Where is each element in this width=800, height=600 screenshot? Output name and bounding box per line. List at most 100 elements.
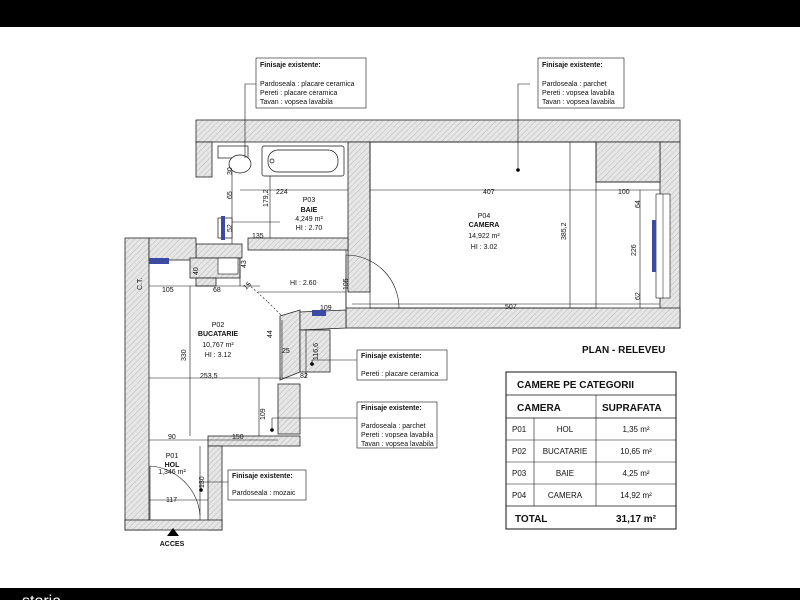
svg-text:P03: P03	[512, 469, 527, 478]
finish-note-header: Finisaje existente:	[232, 473, 293, 480]
svg-text:135: 135	[252, 233, 264, 240]
svg-text:1,35 m²: 1,35 m²	[622, 425, 649, 434]
finish-note-line: Tavan : vopsea lavabila	[542, 99, 615, 106]
radiator-icon	[312, 310, 326, 316]
svg-text:P04: P04	[512, 491, 527, 500]
svg-text:109: 109	[320, 305, 332, 312]
svg-text:30: 30	[227, 167, 234, 175]
svg-text:BAIE: BAIE	[556, 469, 574, 478]
room-label-p03: P03 BAIE 4,249 m² HI : 2.70	[295, 197, 323, 232]
table-title: CAMERE PE CATEGORII	[517, 380, 634, 391]
svg-text:226: 226	[631, 244, 638, 256]
svg-text:CAMERA: CAMERA	[469, 222, 500, 229]
finish-note-hol-pereti: Finisaje existente: Pereti : placare cer…	[356, 349, 448, 381]
svg-text:15: 15	[242, 281, 253, 292]
svg-text:52: 52	[227, 224, 234, 232]
svg-text:HOL: HOL	[557, 425, 574, 434]
window-icon	[652, 193, 671, 299]
svg-text:10,767 m²: 10,767 m²	[202, 342, 234, 349]
svg-text:HI : 3.12: HI : 3.12	[205, 352, 232, 359]
finish-note-line: Pereti : vopsea lavabila	[542, 90, 614, 97]
finish-note-line: Tavan : vopsea lavabila	[361, 441, 434, 448]
svg-text:507: 507	[505, 304, 517, 311]
finish-note-line: Pardoseala : mozaic	[232, 490, 296, 497]
svg-text:BUCATARIE: BUCATARIE	[543, 447, 588, 456]
svg-text:65: 65	[227, 191, 234, 199]
svg-text:25: 25	[282, 348, 290, 355]
finish-note-line: Pereti : placare ceramica	[361, 371, 439, 378]
svg-text:64: 64	[635, 200, 642, 208]
table-total-label: TOTAL	[515, 514, 547, 525]
svg-text:HOL: HOL	[165, 462, 181, 469]
finish-note-line: Pereti : placare ceramica	[260, 90, 338, 97]
finish-note-line: Pereti : vopsea lavabila	[361, 432, 433, 439]
svg-text:253,5: 253,5	[200, 373, 218, 380]
plan-title: PLAN - RELEVEU	[582, 345, 665, 356]
svg-text:HI : 3.02: HI : 3.02	[471, 244, 498, 251]
svg-text:100: 100	[618, 189, 630, 196]
entrance-label: ACCES	[160, 541, 185, 548]
svg-text:330: 330	[181, 349, 188, 361]
svg-text:BUCATARIE: BUCATARIE	[198, 331, 239, 338]
svg-text:117: 117	[166, 497, 177, 504]
svg-text:68: 68	[213, 287, 221, 294]
kitchen-appliance	[217, 257, 239, 275]
svg-text:14,92 m²: 14,92 m²	[620, 491, 652, 500]
svg-text:10,65 m²: 10,65 m²	[620, 447, 652, 456]
hall-height: HI : 2.60	[290, 280, 317, 287]
entrance-arrow-icon	[167, 528, 179, 536]
svg-text:4,25 m²: 4,25 m²	[622, 469, 649, 478]
svg-text:P02: P02	[512, 447, 527, 456]
svg-text:P03: P03	[303, 197, 316, 204]
ct-label: C.T.	[137, 278, 144, 291]
svg-text:82: 82	[300, 373, 308, 380]
svg-text:4,249 m²: 4,249 m²	[295, 216, 323, 223]
svg-text:P01: P01	[166, 453, 179, 460]
svg-text:150: 150	[232, 434, 244, 441]
finish-note-line: Pardoseala : parchet	[542, 81, 607, 88]
finish-note-line: Pardoseala : parchet	[361, 423, 426, 430]
table-row: P03 BAIE 4,25 m²	[512, 469, 650, 478]
svg-text:BAIE: BAIE	[301, 207, 318, 214]
svg-text:105: 105	[343, 278, 350, 290]
finish-note-bucatarie: Finisaje existente: Pardoseala : parchet…	[356, 401, 438, 449]
svg-text:62: 62	[635, 292, 642, 300]
dimension-labels: 407 100 385,2 64 226 62 507 224 179,2 65…	[162, 167, 642, 504]
svg-text:130: 130	[199, 476, 206, 488]
svg-text:P04: P04	[478, 213, 491, 220]
svg-text:40: 40	[193, 267, 200, 275]
table-row: P01 HOL 1,35 m²	[512, 425, 650, 434]
svg-text:43: 43	[241, 260, 248, 268]
finish-note-line: Tavan : vopsea lavabila	[260, 99, 333, 106]
finish-note-hol-pardoseala: Finisaje existente: Pardoseala : mozaic	[227, 469, 307, 501]
table-row: P04 CAMERA 14,92 m²	[512, 491, 652, 500]
table-row: P02 BUCATARIE 10,65 m²	[512, 447, 652, 456]
svg-text:44: 44	[267, 330, 274, 338]
table-header-area: SUPRAFATA	[602, 403, 662, 414]
table-total-value: 31,17 m²	[616, 514, 657, 525]
bath-tile-mark	[221, 216, 225, 240]
table-header-room: CAMERA	[517, 403, 561, 414]
bathtub-fixture	[261, 145, 345, 177]
doors	[149, 254, 400, 520]
svg-text:179,2: 179,2	[263, 189, 270, 207]
finish-note-line: Pardoseala : placare ceramica	[260, 81, 355, 88]
watermark: storia	[22, 593, 61, 600]
leader-lines	[200, 83, 530, 490]
svg-text:116,6: 116,6	[313, 343, 320, 360]
svg-text:P02: P02	[212, 322, 225, 329]
svg-text:224: 224	[276, 189, 288, 196]
finish-note-header: Finisaje existente:	[361, 353, 422, 360]
svg-text:109: 109	[260, 408, 267, 420]
finish-note-baie: Finisaje existente: Pardoseala : placare…	[255, 57, 367, 109]
svg-text:HI : 2.70: HI : 2.70	[296, 225, 323, 232]
room-label-p02: P02 BUCATARIE 10,767 m² HI : 3.12	[198, 322, 239, 359]
finish-note-camera: Finisaje existente: Pardoseala : parchet…	[537, 57, 625, 109]
rooms-summary-table: CAMERE PE CATEGORII CAMERA SUPRAFATA P01…	[505, 371, 677, 530]
svg-text:P01: P01	[512, 425, 527, 434]
svg-text:90: 90	[168, 434, 176, 441]
room-label-p04: P04 CAMERA 14,922 m² HI : 3.02	[468, 213, 500, 251]
svg-text:407: 407	[483, 189, 495, 196]
svg-text:105: 105	[162, 287, 174, 294]
